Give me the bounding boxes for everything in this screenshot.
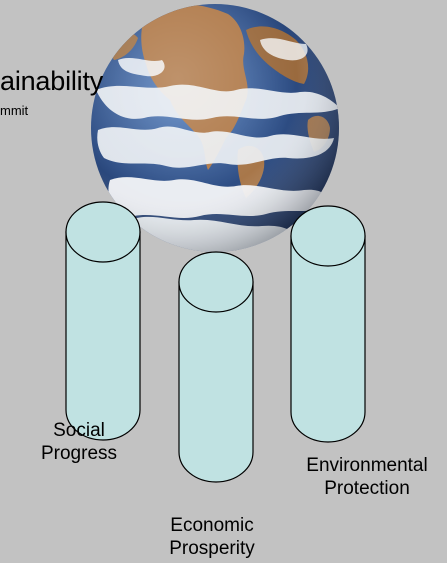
pillar-label-line: Progress: [40, 443, 118, 464]
pillar-label-line: Protection: [324, 478, 410, 499]
pillar-label-social: Social Progress: [24, 419, 134, 465]
pillar-social-progress: [65, 201, 141, 441]
pillar-environmental-protection: [290, 205, 366, 443]
pillar-label-line: Economic: [170, 515, 254, 536]
pillar-label-line: Social: [53, 420, 105, 441]
pillar-label-line: Prosperity: [169, 538, 255, 559]
pillar-economic-prosperity: [178, 251, 254, 483]
earth-globe-icon: [91, 4, 339, 252]
slide-subtitle: mmit: [0, 103, 29, 118]
pillar-label-line: Environmental: [306, 455, 428, 476]
pillar-label-environmental: Environmental Protection: [288, 454, 446, 500]
pillar-label-economic: Economic Prosperity: [152, 514, 272, 560]
slide-title: ainability: [0, 66, 104, 96]
